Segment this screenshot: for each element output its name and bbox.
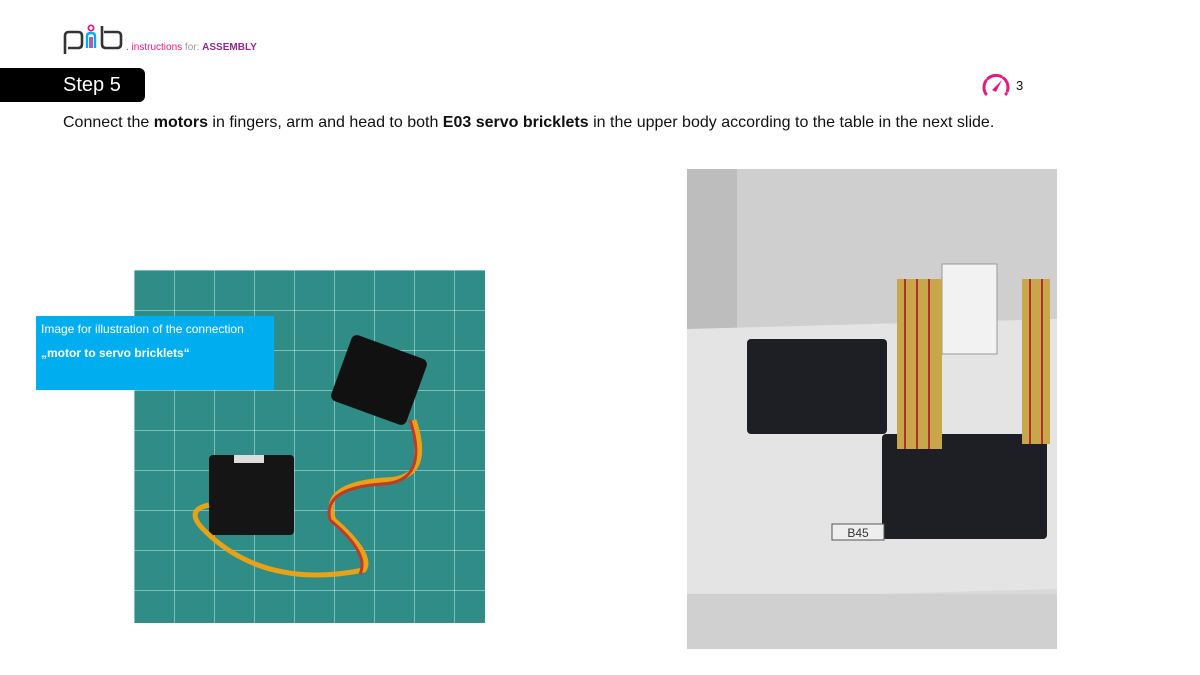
pib-logo: . instructions for: ASSEMBLY [62, 24, 257, 56]
instr-part: Connect the [63, 114, 154, 131]
difficulty-value: 3 [1016, 77, 1024, 93]
step-badge: Step 5 [0, 68, 145, 102]
difficulty-indicator: 3 [980, 72, 1023, 98]
caption-text: Image for illustration of the connection [41, 322, 244, 336]
pib-logo-mark [63, 24, 123, 54]
instr-part: in fingers, arm and head to both [207, 114, 443, 131]
for-label: for: [182, 42, 203, 53]
instruction-text: Connect the motors in fingers, arm and h… [63, 114, 994, 132]
instr-bold-motors: motors [153, 114, 208, 131]
header-tagline: . instructions for: ASSEMBLY [126, 42, 257, 53]
section-label: ASSEMBLY [202, 42, 257, 53]
instructions-label: . instructions [126, 42, 183, 53]
caption-bold: „motor to servo bricklets“ [41, 346, 190, 360]
instr-part: in the upper body according to the table… [588, 114, 995, 131]
instr-bold-bricklets: E03 servo bricklets [442, 114, 589, 131]
gauge-icon [982, 73, 1010, 96]
image-caption: Image for illustration of the connection… [36, 316, 274, 390]
render-part-label: B45 [847, 526, 869, 540]
bricklet-render: B45 [687, 169, 1057, 649]
